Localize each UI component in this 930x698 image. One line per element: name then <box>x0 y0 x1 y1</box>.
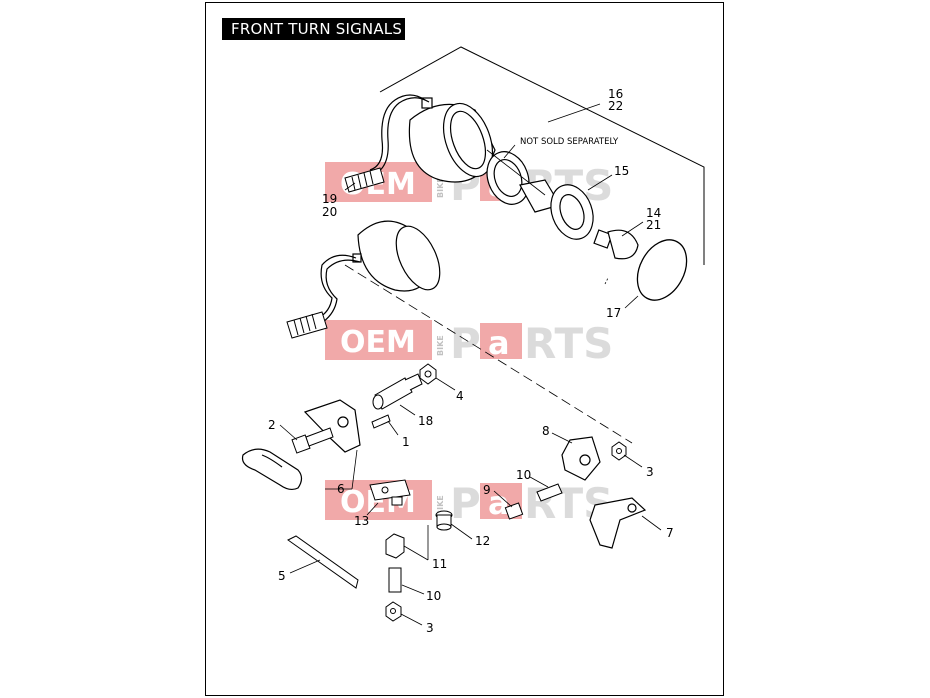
nut-3-right <box>611 441 627 461</box>
screw-1 <box>371 414 391 429</box>
label-3-bottom: 3 <box>426 621 434 635</box>
label-9: 9 <box>483 483 491 497</box>
label-8: 8 <box>542 424 550 438</box>
svg-text:OEM: OEM <box>340 325 416 360</box>
label-5: 5 <box>278 569 286 583</box>
lower-connector <box>286 311 328 339</box>
bracket-8 <box>561 436 601 481</box>
nut-9 <box>504 502 524 520</box>
insert-12 <box>435 510 453 531</box>
cable-tie-5 <box>287 535 359 589</box>
upper-signal-housing <box>369 94 496 183</box>
label-1: 1 <box>402 435 410 449</box>
label-12: 12 <box>475 534 490 548</box>
plate-13 <box>369 479 411 506</box>
svg-text:BIKE: BIKE <box>436 335 445 356</box>
assembly-centerline <box>344 264 633 444</box>
svg-text:BIKE: BIKE <box>436 177 445 198</box>
label-2: 2 <box>268 418 276 432</box>
label-13: 13 <box>354 514 369 528</box>
clamp-6 <box>241 399 361 491</box>
svg-text:BIKE: BIKE <box>436 495 445 516</box>
label-21: 21 <box>646 218 661 232</box>
nut-4 <box>419 363 437 385</box>
svg-text:RTS: RTS <box>524 319 613 368</box>
stud-10-bottom <box>388 567 402 593</box>
label-20: 20 <box>322 205 337 219</box>
label-15: 15 <box>614 164 629 178</box>
label-10-bottom: 10 <box>426 589 441 603</box>
assembly-bracket <box>379 46 705 265</box>
nut-3-bottom <box>385 601 402 622</box>
label-18: 18 <box>418 414 433 428</box>
label-7: 7 <box>666 526 674 540</box>
svg-text:P: P <box>450 319 481 368</box>
bracket-7 <box>589 497 647 549</box>
bulb-socket <box>486 149 594 240</box>
svg-text:a: a <box>488 324 510 362</box>
label-17: 17 <box>606 306 621 320</box>
upper-connector <box>344 167 385 193</box>
leader-lines <box>279 103 662 626</box>
label-11: 11 <box>432 557 447 571</box>
bulb <box>593 229 639 260</box>
spacer-18 <box>372 373 423 410</box>
label-3-right: 3 <box>646 465 654 479</box>
label-4: 4 <box>456 389 464 403</box>
label-19: 19 <box>322 192 337 206</box>
nut-11 <box>385 533 405 559</box>
watermark-middle: OEM BIKE P a RTS <box>325 319 613 368</box>
label-14: 14 <box>646 206 661 220</box>
gasket-ring <box>486 151 530 205</box>
label-22: 22 <box>608 99 623 113</box>
label-6: 6 <box>337 482 345 496</box>
note-not-sold-separately: NOT SOLD SEPARATELY <box>520 137 619 147</box>
bolt-2 <box>291 427 334 454</box>
svg-text:a: a <box>488 484 510 522</box>
diagram-title: FRONT TURN SIGNALS <box>222 18 405 40</box>
stud-10-right <box>536 483 563 502</box>
label-10-right: 10 <box>516 468 531 482</box>
lower-signal-housing <box>317 220 441 323</box>
lens <box>636 239 688 301</box>
svg-text:P: P <box>450 479 481 528</box>
label-16: 16 <box>608 87 623 101</box>
